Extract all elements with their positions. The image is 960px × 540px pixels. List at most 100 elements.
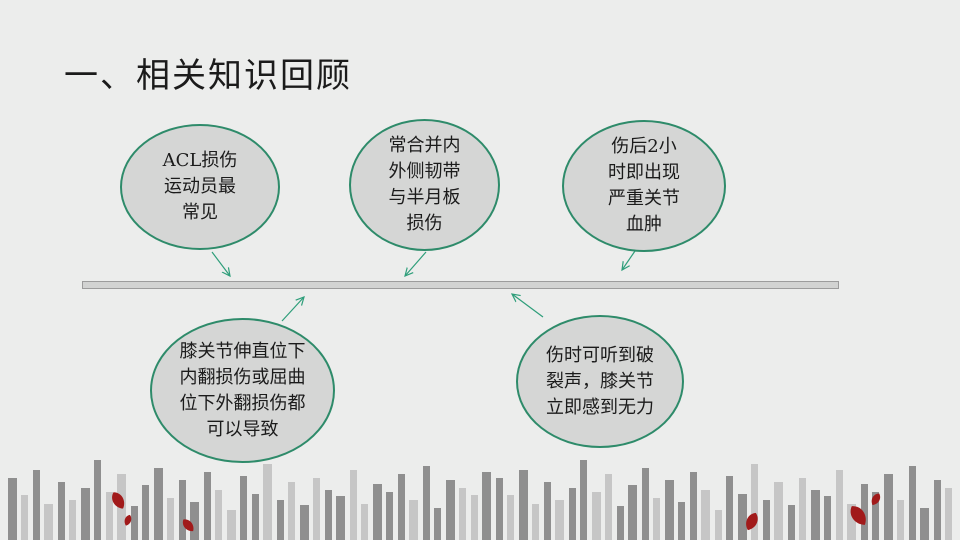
footer-bar: [532, 504, 539, 540]
leaf-icon: [112, 492, 125, 509]
footer-bar: [106, 492, 113, 540]
bubble-acl: ACL损伤运动员最常见: [120, 124, 280, 250]
footer-bar: [715, 510, 722, 540]
footer-bar: [471, 495, 478, 540]
arrow-sound: [512, 294, 544, 318]
footer-bar: [154, 468, 163, 540]
footer-bar: [434, 508, 441, 540]
footer-bar: [300, 505, 309, 540]
footer-bar: [240, 476, 247, 540]
bubble-mechanism: 膝关节伸直位下内翻损伤或屈曲位下外翻损伤都可以导致: [150, 318, 335, 463]
footer-bar: [653, 498, 660, 540]
bubble-sound-text: 伤时可听到破裂声，膝关节立即感到无力: [546, 344, 654, 418]
footer-bar: [920, 508, 929, 540]
footer-bar: [555, 500, 564, 540]
footer-bar: [21, 495, 28, 540]
footer-bar: [580, 460, 587, 540]
footer-bar: [131, 506, 138, 540]
footer-bar: [288, 482, 295, 540]
timeline-bar: [82, 281, 839, 289]
footer-bar: [336, 496, 345, 540]
footer-bar: [628, 485, 637, 540]
bubble-acl-text: ACL损伤运动员最常见: [162, 150, 238, 223]
footer-bar: [361, 504, 368, 540]
footer-bar: [690, 472, 697, 540]
footer-bar: [605, 474, 612, 540]
footer-bar: [44, 504, 53, 540]
footer-bar: [617, 506, 624, 540]
footer-bar: [836, 470, 843, 540]
leaf-icon: [124, 514, 132, 526]
footer-bar: [847, 504, 856, 540]
footer-bar: [459, 488, 466, 540]
arrow-acl: [211, 251, 230, 276]
footer-bar: [350, 470, 357, 540]
footer-bar: [58, 482, 65, 540]
leaf-icon: [850, 506, 866, 525]
footer-bar: [398, 474, 405, 540]
footer-bar: [227, 510, 236, 540]
footer-bar: [496, 478, 503, 540]
bubble-mechanism-text: 膝关节伸直位下内翻损伤或屈曲位下外翻损伤都可以导致: [179, 340, 306, 440]
footer-bar: [81, 488, 90, 540]
bubble-sound: 伤时可听到破裂声，膝关节立即感到无力: [516, 315, 684, 448]
footer-bar: [94, 460, 101, 540]
footer-bar: [934, 480, 941, 540]
footer-bar: [179, 480, 186, 540]
footer-bar: [642, 468, 649, 540]
footer-bar: [69, 500, 76, 540]
footer-bar: [482, 472, 491, 540]
footer-bar: [592, 492, 601, 540]
footer-decoration: [8, 460, 952, 540]
footer-bar: [386, 492, 393, 540]
footer-bar: [277, 500, 284, 540]
footer-bar: [726, 476, 733, 540]
footer-bar: [945, 488, 952, 540]
footer-bar: [190, 502, 199, 540]
arrow-swelling: [622, 250, 636, 270]
footer-bar: [373, 484, 382, 540]
bubble-swelling: 伤后2小时即出现严重关节血肿: [562, 120, 726, 252]
footer-bar: [884, 474, 893, 540]
footer-bar: [751, 464, 758, 540]
footer-bar: [252, 494, 259, 540]
slide-title: 一、相关知识回顾: [64, 56, 352, 96]
footer-bar: [544, 482, 551, 540]
leaf-icon: [746, 512, 758, 531]
footer-bar: [788, 505, 795, 540]
arrow-combined: [405, 251, 427, 276]
footer-bar: [897, 500, 904, 540]
footer-bar: [811, 490, 820, 540]
footer-bar: [861, 484, 868, 540]
footer-bar: [519, 470, 528, 540]
footer-bar: [763, 500, 770, 540]
footer-bar: [142, 485, 149, 540]
footer-bar: [325, 490, 332, 540]
bubble-combined-text: 常合并内外侧韧带与半月板损伤: [388, 135, 461, 234]
footer-bar: [215, 490, 222, 540]
footer-bar: [313, 478, 320, 540]
footer-bar: [263, 464, 272, 540]
footer-bar: [774, 482, 783, 540]
footer-bar: [701, 490, 710, 540]
footer-bar: [423, 466, 430, 540]
footer-bar: [33, 470, 40, 540]
footer-bar: [446, 480, 455, 540]
footer-bar: [909, 466, 916, 540]
footer-bar: [507, 495, 514, 540]
footer-bar: [569, 488, 576, 540]
leaf-icon: [182, 519, 194, 532]
leaf-icon: [871, 493, 881, 506]
arrow-mechanism: [281, 297, 304, 322]
footer-bar: [204, 472, 211, 540]
footer-bar: [824, 496, 831, 540]
footer-bar: [799, 478, 806, 540]
footer-bar: [8, 478, 17, 540]
bubble-swelling-text: 伤后2小时即出现严重关节血肿: [608, 136, 680, 235]
footer-bar: [678, 502, 685, 540]
footer-bar: [665, 480, 674, 540]
footer-bar: [738, 494, 747, 540]
footer-bar: [409, 500, 418, 540]
footer-bar: [167, 498, 174, 540]
